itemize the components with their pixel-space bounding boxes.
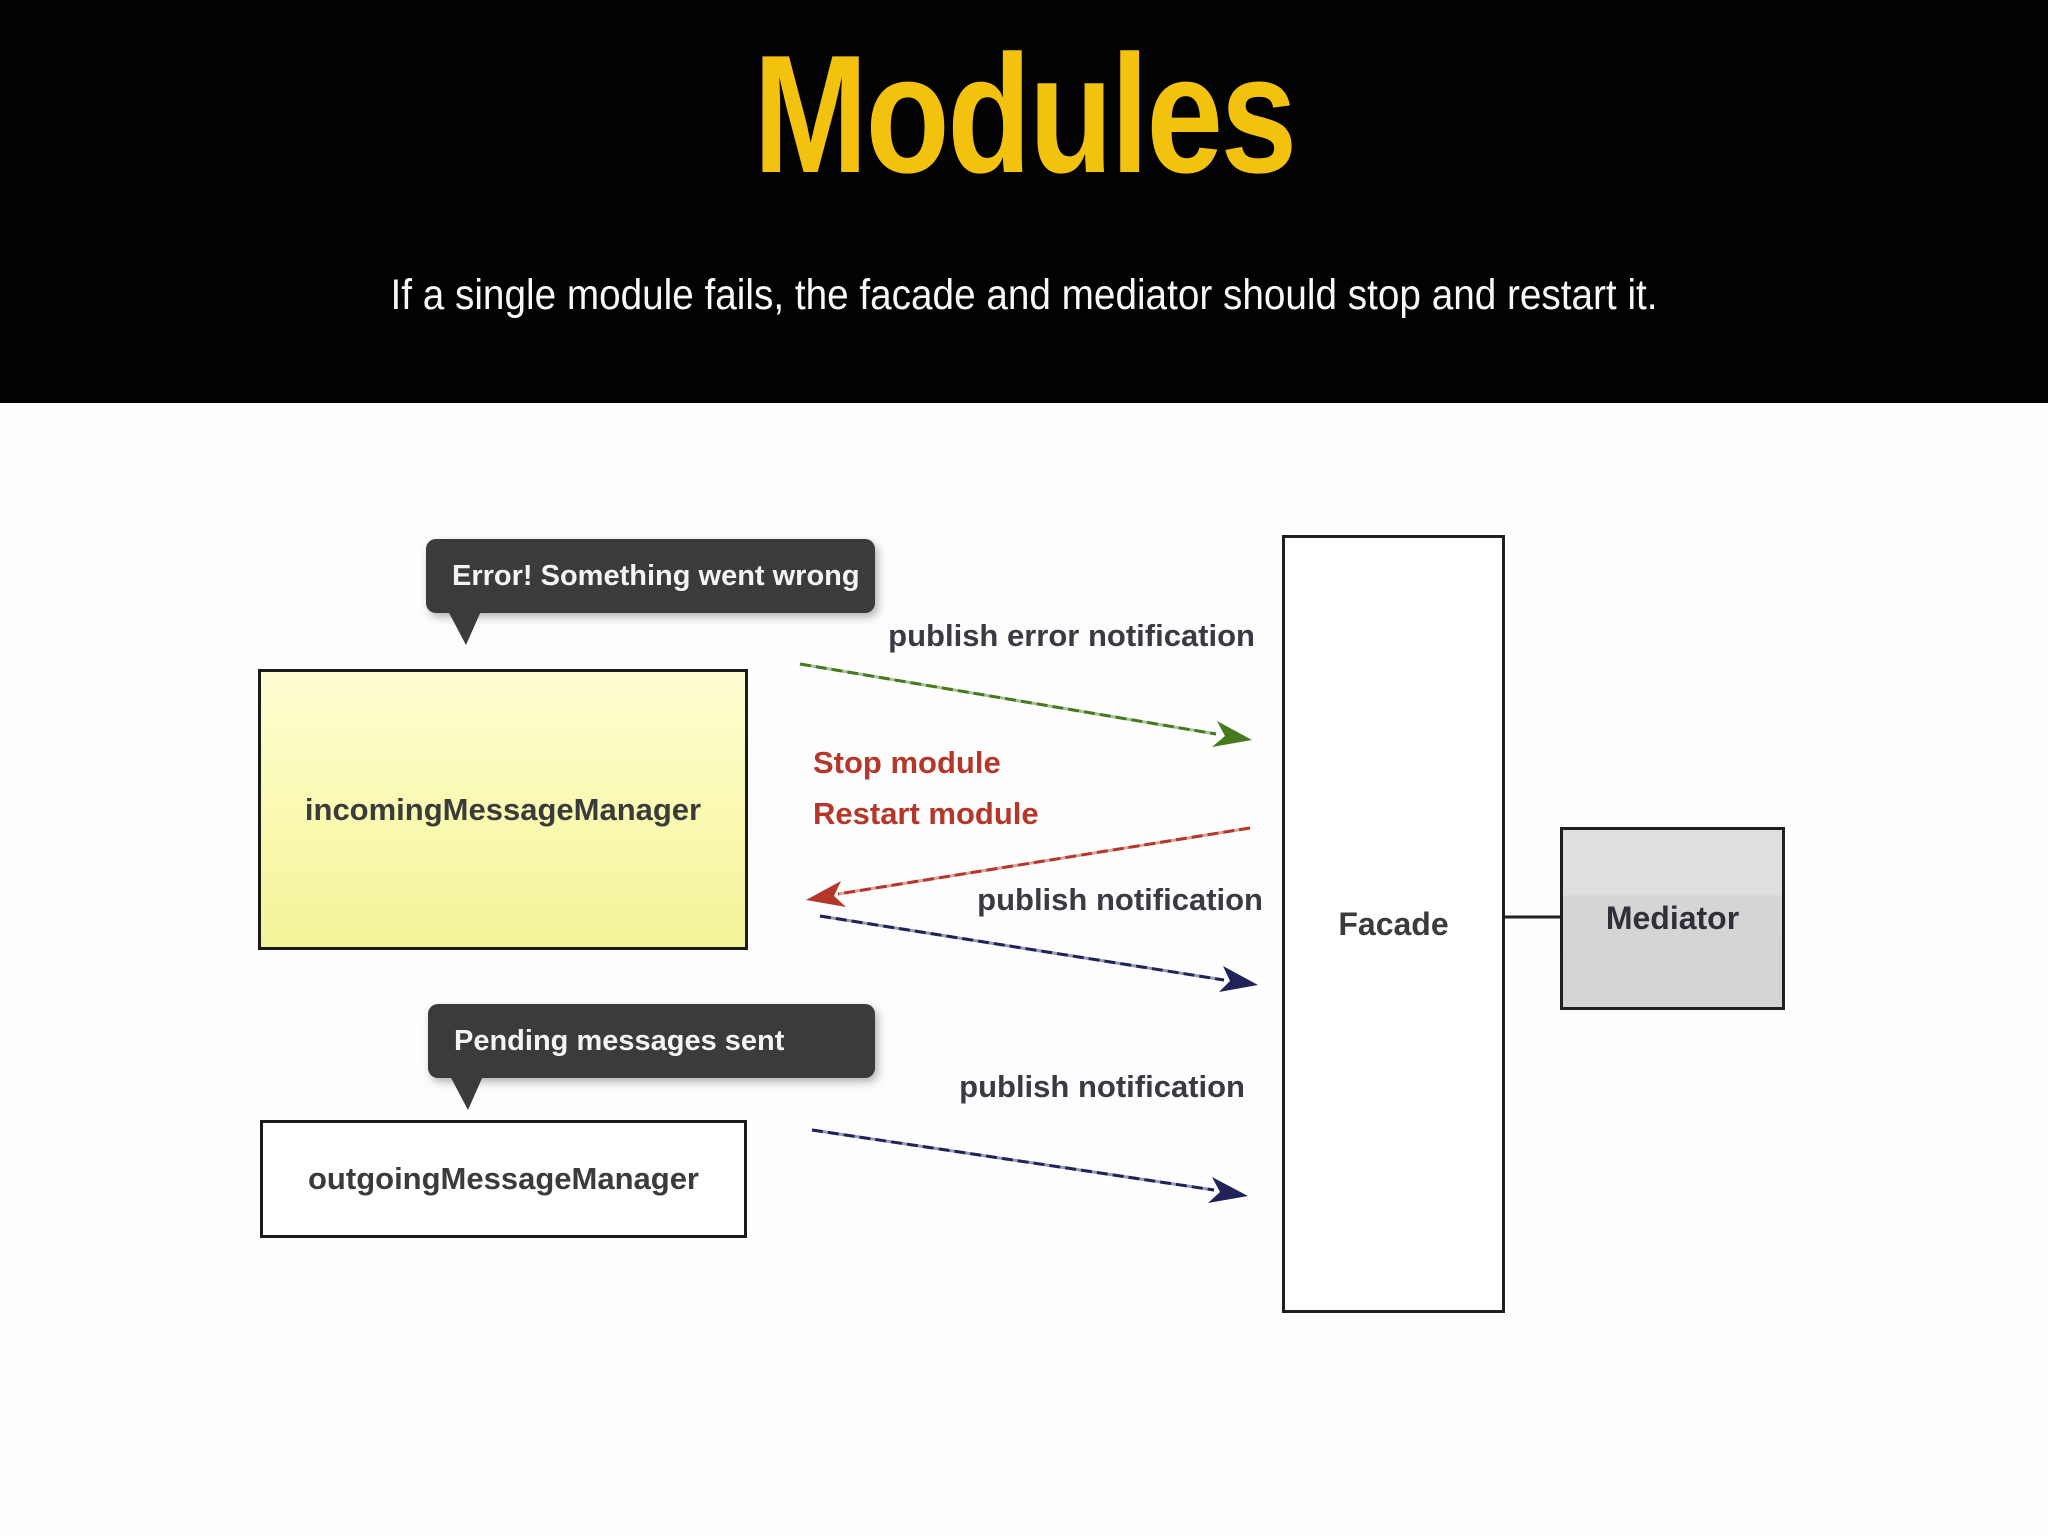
mediator-box: Mediator	[1560, 827, 1785, 1010]
outgoing-message-manager-box: outgoingMessageManager	[260, 1120, 747, 1238]
publish-notification-arrow-2	[811, 1128, 1248, 1203]
publish-notification-label-2: publish notification	[959, 1069, 1245, 1104]
slide-header: Modules If a single module fails, the fa…	[0, 0, 2048, 403]
navy-arrowhead-icon-2	[1208, 1177, 1248, 1203]
green-arrowhead-icon	[1212, 721, 1252, 747]
pending-tooltip-text: Pending messages sent	[454, 1025, 785, 1057]
error-tooltip: Error! Something went wrong	[426, 539, 875, 613]
publish-error-label: publish error notification	[888, 618, 1255, 653]
incoming-message-manager-label: incomingMessageManager	[304, 791, 702, 827]
pending-tooltip: Pending messages sent	[428, 1004, 875, 1078]
publish-notification-arrow-1	[819, 914, 1258, 992]
incoming-message-manager-box: incomingMessageManager	[258, 669, 748, 950]
publish-notification-label-1: publish notification	[977, 882, 1263, 917]
module-pattern-diagram: Error! Something went wrong incomingMess…	[0, 403, 2048, 1536]
facade-label: Facade	[1338, 905, 1449, 942]
restart-module-label: Restart module	[813, 796, 1039, 831]
error-tooltip-pointer-icon	[448, 611, 481, 645]
stop-module-label: Stop module	[813, 745, 1001, 780]
outgoing-message-manager-label: outgoingMessageManager	[308, 1161, 699, 1196]
red-arrowhead-icon	[806, 881, 846, 907]
facade-box: Facade	[1282, 535, 1505, 1313]
publish-error-arrow	[799, 662, 1252, 747]
page-subtitle: If a single module fails, the facade and…	[390, 271, 1658, 319]
error-tooltip-text: Error! Something went wrong	[452, 560, 860, 592]
navy-arrowhead-icon	[1219, 966, 1258, 992]
page-title: Modules	[753, 20, 1297, 208]
mediator-label: Mediator	[1605, 900, 1740, 936]
pending-tooltip-pointer-icon	[450, 1076, 483, 1110]
